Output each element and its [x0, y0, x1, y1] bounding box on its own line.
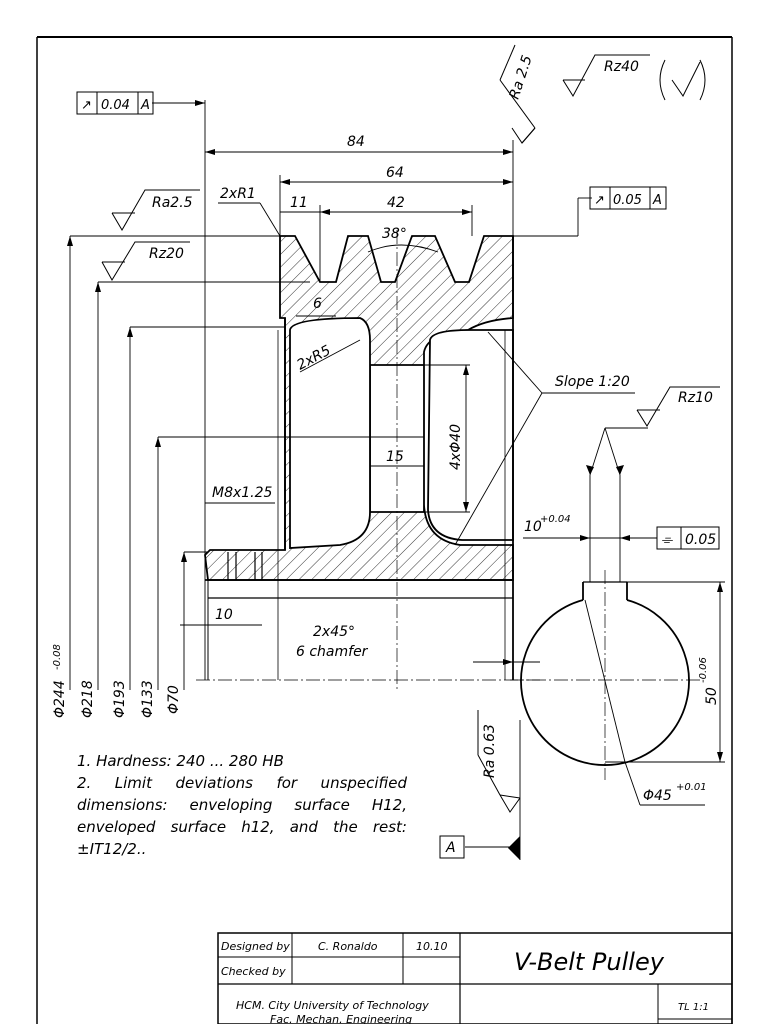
dim-keyway-width-tol: +0.04 — [540, 514, 571, 525]
sf-rz10: Rz10 — [678, 390, 713, 406]
dim-angle: 38° — [382, 226, 407, 242]
dim-d70: Φ70 — [166, 685, 182, 714]
sym-symbol: ⌯ — [661, 532, 673, 548]
dim-chamfer-1: 2x45° — [313, 624, 355, 640]
keyway-section — [510, 427, 725, 806]
datum-label: A — [445, 840, 456, 856]
sym-value: 0.05 — [685, 532, 716, 548]
note-1: 1. Hardness: 240 ... 280 HB — [77, 752, 284, 770]
dim-chamfer-2: 6 chamfer — [296, 644, 369, 660]
designed-by-name: C. Ronaldo — [318, 940, 378, 953]
dim-key-depth-tol: -0.06 — [698, 657, 709, 683]
tol2-symbol: ↗ — [594, 193, 605, 208]
pulley-right-cavity — [427, 329, 514, 541]
dim-15: 15 — [386, 449, 404, 465]
tolerance-frame-2: ↗ 0.05 A — [589, 186, 667, 210]
general-notes: 1. Hardness: 240 ... 280 HB 2. Limit dev… — [77, 750, 407, 860]
dim-d244-tol: -0.08 — [52, 644, 63, 670]
sf-ra25-top: Ra 2.5 — [507, 53, 536, 101]
dim-6: 6 — [313, 296, 322, 312]
designed-date: 10.10 — [416, 940, 448, 953]
surface-finish-symbols — [101, 44, 720, 813]
dim-42: 42 — [387, 195, 405, 211]
sf-rz40: Rz40 — [604, 59, 639, 75]
drawing-frame — [36, 36, 733, 1024]
title-block — [217, 932, 733, 1024]
sf-ra063: Ra 0.63 — [482, 724, 498, 778]
dim-84: 84 — [347, 134, 365, 150]
pulley-section — [196, 230, 540, 690]
tol2-value: 0.05 — [613, 193, 642, 208]
dim-shaft-dia: Φ45 — [643, 788, 672, 804]
dim-slope: Slope 1:20 — [555, 374, 630, 390]
dim-d218: Φ218 — [80, 680, 96, 718]
tol1-value: 0.04 — [101, 98, 130, 113]
sf-ra25-left: Ra2.5 — [152, 195, 193, 211]
title-block-text: Designed by C. Ronaldo 10.10 Checked by … — [221, 940, 709, 1024]
sf-rz20: Rz20 — [149, 246, 184, 262]
checked-by-label: Checked by — [221, 965, 286, 978]
dim-holes: 4xΦ40 — [448, 424, 464, 470]
keyway-circle — [520, 599, 690, 766]
designed-by-label: Designed by — [221, 940, 290, 953]
keyway-arrows — [580, 465, 723, 762]
dim-10: 10 — [215, 607, 233, 623]
arrowheads — [67, 100, 513, 665]
tolerance-frame-1: ↗ 0.04 A — [76, 91, 154, 115]
tol2-datum: A — [652, 193, 662, 208]
university-name: HCM. City University of Technology — [236, 999, 429, 1012]
tol1-datum: A — [140, 98, 150, 113]
dim-d244: Φ244 — [52, 680, 68, 718]
dim-d193: Φ193 — [112, 680, 128, 718]
keyway-text: 10 +0.04 50 -0.06 Φ45 +0.01 — [524, 514, 720, 804]
datum-a: A — [439, 835, 520, 860]
dim-11: 11 — [290, 195, 308, 211]
dim-d133: Φ133 — [140, 680, 156, 718]
drawing-title: V-Belt Pulley — [514, 948, 665, 976]
dim-thread: M8x1.25 — [212, 485, 273, 501]
pulley-web-outline — [289, 317, 371, 549]
dim-keyway-width: 10 — [524, 519, 542, 535]
note-2: 2. Limit deviations for unspecified dime… — [77, 774, 407, 858]
tol1-symbol: ↗ — [81, 98, 92, 113]
tolerance-frame-symmetry: ⌯ 0.05 — [630, 526, 720, 550]
scale-label: TL 1:1 — [678, 1002, 709, 1013]
dim-shaft-dia-tol: +0.01 — [676, 782, 707, 793]
dim-key-depth: 50 — [704, 687, 720, 705]
dim-64: 64 — [386, 165, 404, 181]
dim-r1: 2xR1 — [220, 186, 256, 202]
university-sub: Fac. Mechan. Engineering — [270, 1013, 412, 1024]
